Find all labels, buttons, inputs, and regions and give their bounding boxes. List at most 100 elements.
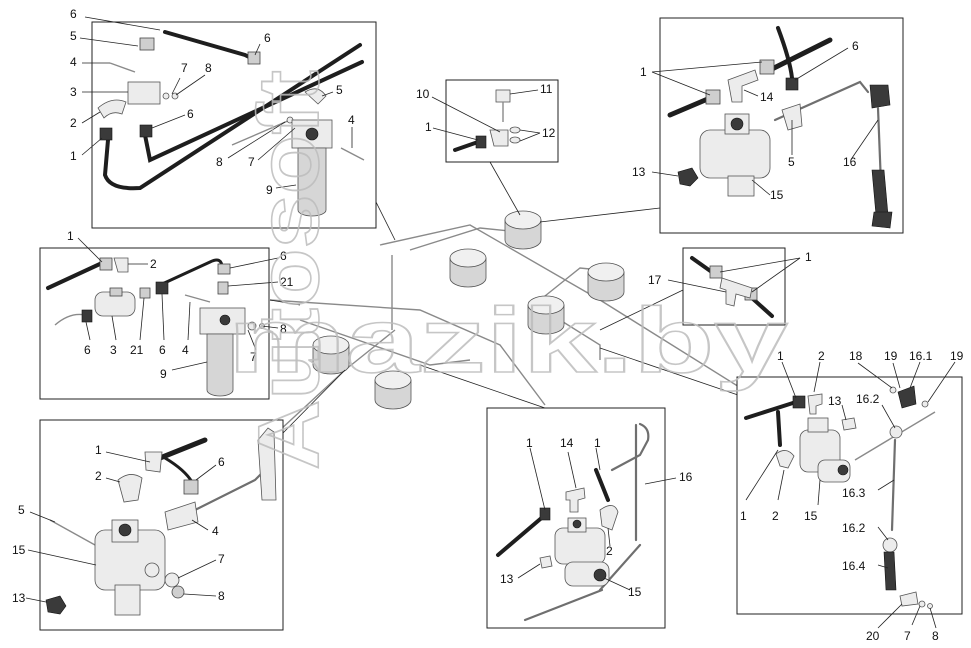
callout-label: 16 (843, 155, 857, 169)
callout-label: 8 (280, 322, 287, 336)
callout-label: 17 (648, 273, 662, 287)
callout-label: 2 (70, 116, 77, 130)
callout-label: 4 (212, 524, 219, 538)
callout-label: 2 (95, 469, 102, 483)
callout-label: 1 (640, 65, 647, 79)
callout-label: 16.4 (842, 559, 866, 573)
callout-label: 15 (804, 509, 818, 523)
panel-top-right: 1 6 14 5 16 13 15 (632, 17, 904, 234)
panel-mid-left: 1 2 6 21 6 3 21 6 4 8 7 9 (39, 229, 294, 400)
callout-label: 6 (70, 7, 77, 21)
callout-label: 15 (12, 543, 26, 557)
chassis-overview (269, 161, 761, 434)
brake-valve-body (699, 113, 771, 197)
panel-top-left: 6 6 5 4 3 2 1 7 8 6 5 4 8 7 9 (70, 7, 377, 229)
callout-label: 2 (150, 257, 157, 271)
air-tank (449, 248, 487, 288)
callout-label: 10 (416, 87, 430, 101)
rod-link (869, 84, 893, 229)
callout-label: 6 (218, 455, 225, 469)
callout-label: 18 (849, 349, 863, 363)
panel-mid-right: 1 17 (648, 247, 812, 326)
brake-valve-body (799, 417, 851, 483)
callout-label: 14 (560, 436, 574, 450)
callout-label: 13 (12, 591, 26, 605)
callout-label: 20 (866, 629, 880, 643)
callout-label: 1 (67, 229, 74, 243)
callout-label: 16.3 (842, 486, 866, 500)
dryer-cylinder (291, 119, 333, 217)
callout-label: 8 (932, 629, 939, 643)
callout-label: 2 (818, 349, 825, 363)
callout-label: 12 (542, 126, 556, 140)
air-tank (312, 335, 350, 375)
callout-label: 19 (950, 349, 964, 363)
callout-label: 1 (526, 436, 533, 450)
callout-label: 11 (540, 82, 553, 96)
callout-label: 8 (205, 61, 212, 75)
air-tank (504, 210, 542, 250)
callout-label: 21 (280, 275, 294, 289)
callout-label: 5 (18, 503, 25, 517)
callout-label: 6 (159, 343, 166, 357)
callout-label: 7 (181, 61, 188, 75)
callout-label: 2 (606, 544, 613, 558)
callout-label: 6 (84, 343, 91, 357)
callout-label: 9 (266, 183, 273, 197)
callout-label: 1 (95, 443, 102, 457)
callout-label: 14 (760, 90, 774, 104)
air-tank (587, 262, 625, 302)
callout-label: 3 (70, 85, 77, 99)
panel-bottom-center: 1 14 1 16 2 13 15 (486, 407, 693, 629)
watermark-text-rotated: Autosoft (241, 70, 337, 470)
watermark-text: mazik.by (228, 290, 788, 392)
callout-label: 7 (218, 552, 225, 566)
panel-bottom-right: 1 2 13 18 19 16.1 19 16.2 16.3 1 2 15 16… (736, 349, 964, 643)
callout-label: 5 (336, 83, 343, 97)
callout-label: 1 (777, 349, 784, 363)
callout-label: 1 (425, 120, 432, 134)
callout-label: 1 (805, 250, 812, 264)
watermark: mazik.by Autosoft (227, 69, 789, 471)
callout-label: 6 (852, 39, 859, 53)
panel-top-center: 10 11 1 12 (416, 79, 559, 163)
callout-label: 21 (130, 343, 144, 357)
air-tank (374, 370, 412, 410)
callout-label: 6 (187, 107, 194, 121)
callout-label: 16.1 (909, 349, 933, 363)
brake-valve-body (94, 519, 166, 616)
callout-label: 3 (110, 343, 117, 357)
callout-label: 6 (264, 31, 271, 45)
callout-label: 16.2 (856, 392, 880, 406)
callout-label: 9 (160, 367, 167, 381)
callout-label: 8 (218, 589, 225, 603)
callout-label: 8 (216, 155, 223, 169)
callout-label: 1 (740, 509, 747, 523)
callout-label: 16 (679, 470, 693, 484)
dryer-cylinder (199, 307, 246, 397)
callout-label: 13 (828, 394, 842, 408)
callout-label: 4 (70, 55, 77, 69)
callout-label: 15 (770, 188, 784, 202)
valve-body (94, 287, 136, 317)
callout-label: 7 (904, 629, 911, 643)
air-tank (527, 295, 565, 335)
callout-label: 2 (772, 509, 779, 523)
callout-label: 13 (632, 165, 646, 179)
callout-label: 19 (884, 349, 898, 363)
brake-valve-body (554, 517, 610, 587)
callout-label: 4 (348, 113, 355, 127)
panel-bottom-left: 1 2 6 5 4 15 7 13 8 (12, 419, 284, 631)
callout-label: 7 (250, 350, 257, 364)
callout-label: 7 (248, 155, 255, 169)
callout-label: 16.2 (842, 521, 866, 535)
callout-label: 1 (594, 436, 601, 450)
callout-label: 1 (70, 149, 77, 163)
callout-label: 5 (788, 155, 795, 169)
callout-label: 4 (182, 343, 189, 357)
callout-label: 13 (500, 572, 514, 586)
callout-label: 15 (628, 585, 642, 599)
callout-label: 6 (280, 249, 287, 263)
callout-label: 5 (70, 29, 77, 43)
